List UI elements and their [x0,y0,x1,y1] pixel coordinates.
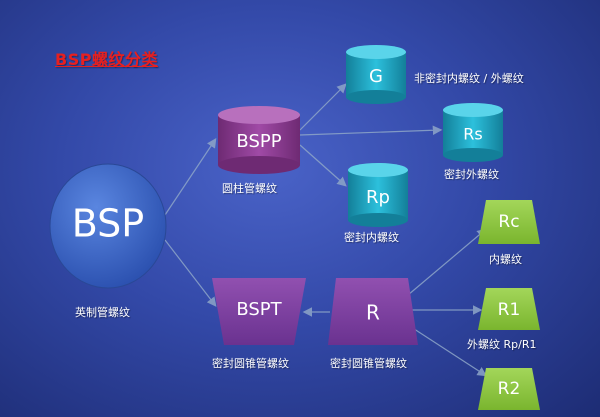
node-rp: Rp [348,163,408,227]
connector-bsp-bspt [164,239,217,307]
connector-r-rc [407,228,487,296]
node-r1-label: R1 [498,300,521,320]
node-g-label: G [369,66,383,87]
caption-bsp: 英制管螺纹 [75,306,130,319]
node-r2: R2 [478,368,540,410]
node-r1: R1 [478,288,540,330]
page-title: BSP螺纹分类 [55,50,158,69]
node-bsp: BSP [49,163,167,289]
caption-rs: 密封外螺纹 [444,168,499,181]
caption-rp: 密封内螺纹 [344,231,399,244]
caption-bspp: 圆柱管螺纹 [222,182,277,195]
caption-bspt: 密封圆锥管螺纹 [212,357,289,370]
caption-r1: 外螺纹 Rp/R1 [467,338,537,351]
node-g: G [346,45,406,104]
node-bspp-label: BSPP [236,131,281,152]
connector-bspp-rp [299,144,347,187]
node-bspt: BSPT [212,278,306,345]
node-rc: Rc [478,200,540,244]
caption-rc: 内螺纹 [489,253,522,266]
node-r: R [328,278,418,345]
connector-bsp-bspp [164,138,217,216]
node-rs: Rs [443,103,503,162]
node-bspt-label: BSPT [236,299,282,320]
node-r-label: R [366,301,380,325]
connector-r-r2 [407,324,488,377]
node-bsp-label: BSP [72,202,144,246]
node-bspp: BSPP [218,106,300,174]
node-rp-label: Rp [366,187,390,208]
node-rc-label: Rc [498,212,519,232]
connectors [164,83,488,377]
caption-r: 密封圆锥管螺纹 [330,357,407,370]
caption-g: 非密封内螺纹 / 外螺纹 [414,72,524,85]
connector-bspp-g [299,83,347,131]
node-rs-label: Rs [463,125,482,144]
node-r2-label: R2 [498,379,521,399]
connector-bspp-rs [299,125,443,136]
